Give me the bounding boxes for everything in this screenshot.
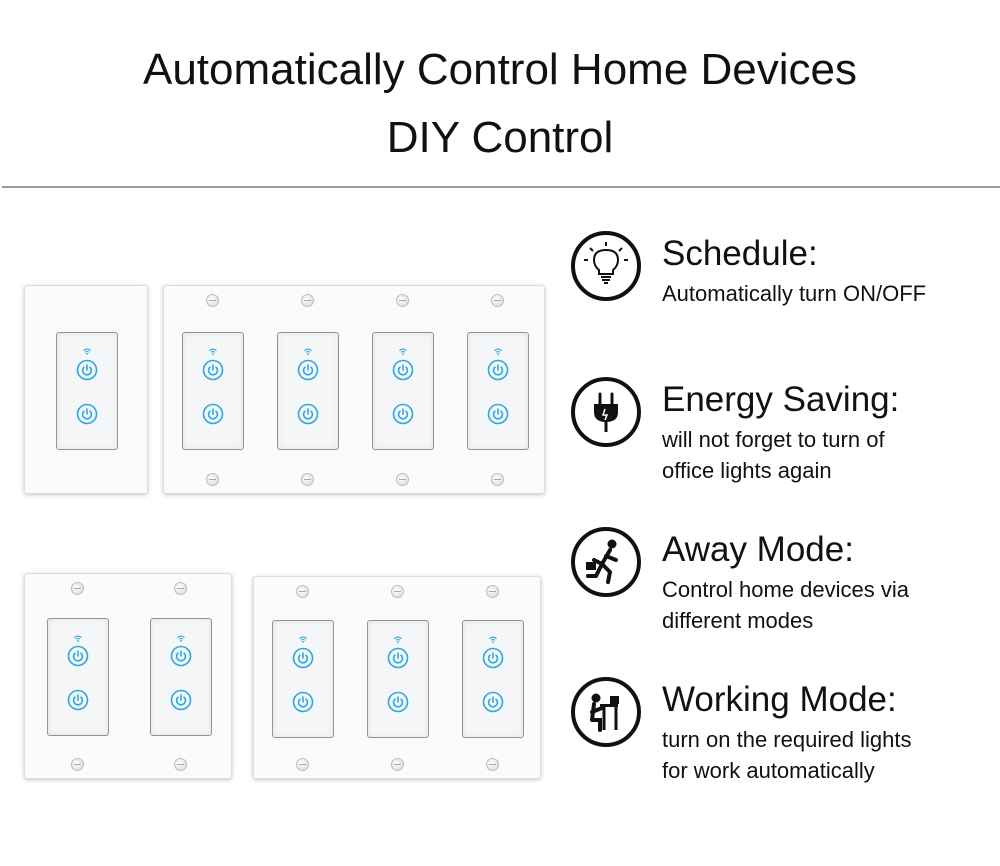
feature-title: Away Mode: [662,530,854,569]
page-subtitle: DIY Control [386,113,614,162]
feature-title: Working Mode: [662,680,897,719]
wifi-icon [398,343,407,356]
screw [395,294,409,307]
power-icon [170,689,192,711]
power-icon [487,403,509,425]
screw [173,582,187,595]
feature-title: Schedule: [662,234,818,273]
power-plug-icon [571,377,641,447]
power-icon [67,689,89,711]
power-icon [387,691,409,713]
screw [300,473,314,486]
screw [205,473,219,486]
switch-plate-4-gang [163,285,545,494]
power-icon [202,403,224,425]
power-icon [392,359,414,381]
wifi-icon [208,343,217,356]
screw [173,758,187,771]
touch-panel [181,331,244,450]
person-at-desk-icon [571,677,641,747]
feature-title: Energy Saving: [662,380,900,419]
page-title: Automatically Control Home Devices [142,45,858,94]
screw [70,582,84,595]
switch-plate-1-gang [24,285,148,494]
feature-description: will not forget to turn of office lights… [662,427,885,483]
screw [395,473,409,486]
power-icon [387,647,409,669]
header-divider [2,186,1000,188]
touch-panel [46,618,109,736]
power-icon [292,647,314,669]
screw [391,758,404,771]
power-icon [292,691,314,713]
wifi-icon [176,629,185,642]
power-icon [76,359,98,381]
screw [295,585,309,598]
wifi-icon [493,343,502,356]
wifi-icon [83,343,92,356]
touch-panel [466,331,529,450]
power-icon [67,645,89,667]
power-icon [482,647,504,669]
running-person-icon [571,527,641,597]
switch-plate-3-gang [253,576,541,779]
touch-panel [271,619,334,738]
wifi-icon [73,629,82,642]
touch-panel [367,619,429,738]
touch-panel [149,618,212,736]
screw [205,294,219,307]
feature-description: turn on the required lights for work aut… [662,727,912,783]
wifi-icon [303,343,312,356]
switch-plate-2-gang [24,573,232,779]
touch-panel [56,331,118,450]
feature-description: Control home devices via different modes [662,577,910,633]
power-icon [392,403,414,425]
screw [486,758,500,771]
screw [391,585,404,598]
feature-description: Automatically turn ON/OFF [662,281,927,306]
power-icon [297,403,319,425]
light-bulb-icon [571,231,641,301]
wifi-icon [298,631,307,644]
screw [486,585,500,598]
screw [70,758,84,771]
power-icon [297,359,319,381]
screw [295,758,309,771]
screw [300,294,314,307]
power-icon [76,403,98,425]
screw [490,473,504,486]
power-icon [202,359,224,381]
wifi-icon [489,631,498,644]
touch-panel [371,331,434,450]
power-icon [170,645,192,667]
touch-panel [276,331,339,450]
wifi-icon [394,631,403,644]
screw [490,294,504,307]
touch-panel [462,619,525,738]
power-icon [487,359,509,381]
power-icon [482,691,504,713]
